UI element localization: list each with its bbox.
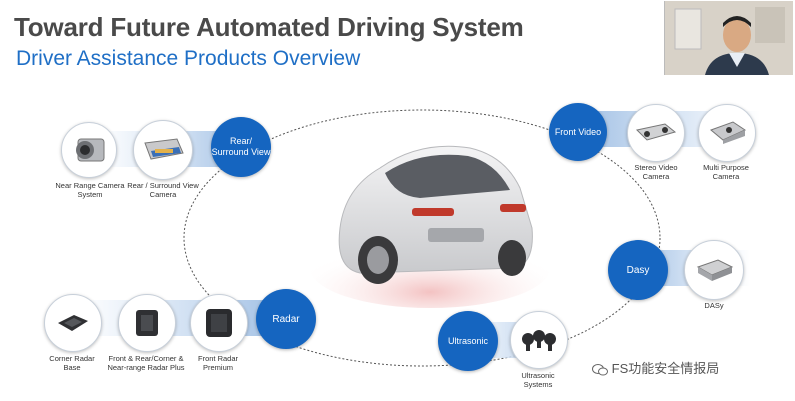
rear-surround-camera-image[interactable] [133,120,193,180]
radar-sensor-icon [206,309,232,337]
watermark: FS功能安全情报局 [592,358,719,377]
corner-radar-image[interactable] [44,294,102,352]
slide-subtitle: Driver Assistance Products Overview [16,47,361,70]
hub-front-video[interactable]: Front Video [549,103,607,161]
watermark-text: FS功能安全情报局 [611,361,720,376]
camera-module-icon [144,138,184,160]
stereo-video-camera-image[interactable] [627,104,685,162]
label-corner-radar: Corner Radar Base [49,354,95,372]
hub-radar[interactable]: Radar [256,289,316,349]
label-multi-purpose-camera: Multi Purpose Camera [703,163,749,181]
label-front-rear-corner-radar: Front & Rear/Corner & Near-range Radar P… [107,354,185,372]
front-rear-corner-radar-image[interactable] [118,294,176,352]
multi-purpose-camera-image[interactable] [698,104,756,162]
stereo-camera-icon [635,123,677,141]
front-radar-premium-image[interactable] [190,294,248,352]
ultrasonic-systems-image[interactable] [510,311,568,369]
presenter-video [664,1,793,75]
label-near-range-camera: Near Range Camera System [55,181,125,199]
ecu-box-icon [696,259,734,281]
mono-camera-icon [710,121,747,144]
car-illustration [310,145,550,308]
presenter-avatar [665,1,793,75]
slide-title: Toward Future Automated Driving System [14,12,524,42]
label-rear-surround-camera: Rear / Surround View Camera [127,181,199,199]
label-front-radar-premium: Front Radar Premium [197,354,239,372]
label-dasy: DASy [704,301,724,310]
camera-icon [76,138,105,162]
near-range-camera-image[interactable] [61,122,117,178]
hub-dasy[interactable]: Dasy [608,240,668,300]
dasy-unit-image[interactable] [684,240,744,300]
hub-rear-surround-view[interactable]: Rear/ Surround View [211,117,271,177]
radar-sensor-icon [136,310,158,336]
label-ultrasonic-systems: Ultrasonic Systems [521,371,555,389]
radar-sensor-icon [58,315,88,331]
wechat-icon [592,363,608,376]
ultrasonic-sensor-icon [522,330,556,351]
label-stereo-video-camera: Stereo Video Camera [634,163,678,181]
hub-ultrasonic[interactable]: Ultrasonic [438,311,498,371]
